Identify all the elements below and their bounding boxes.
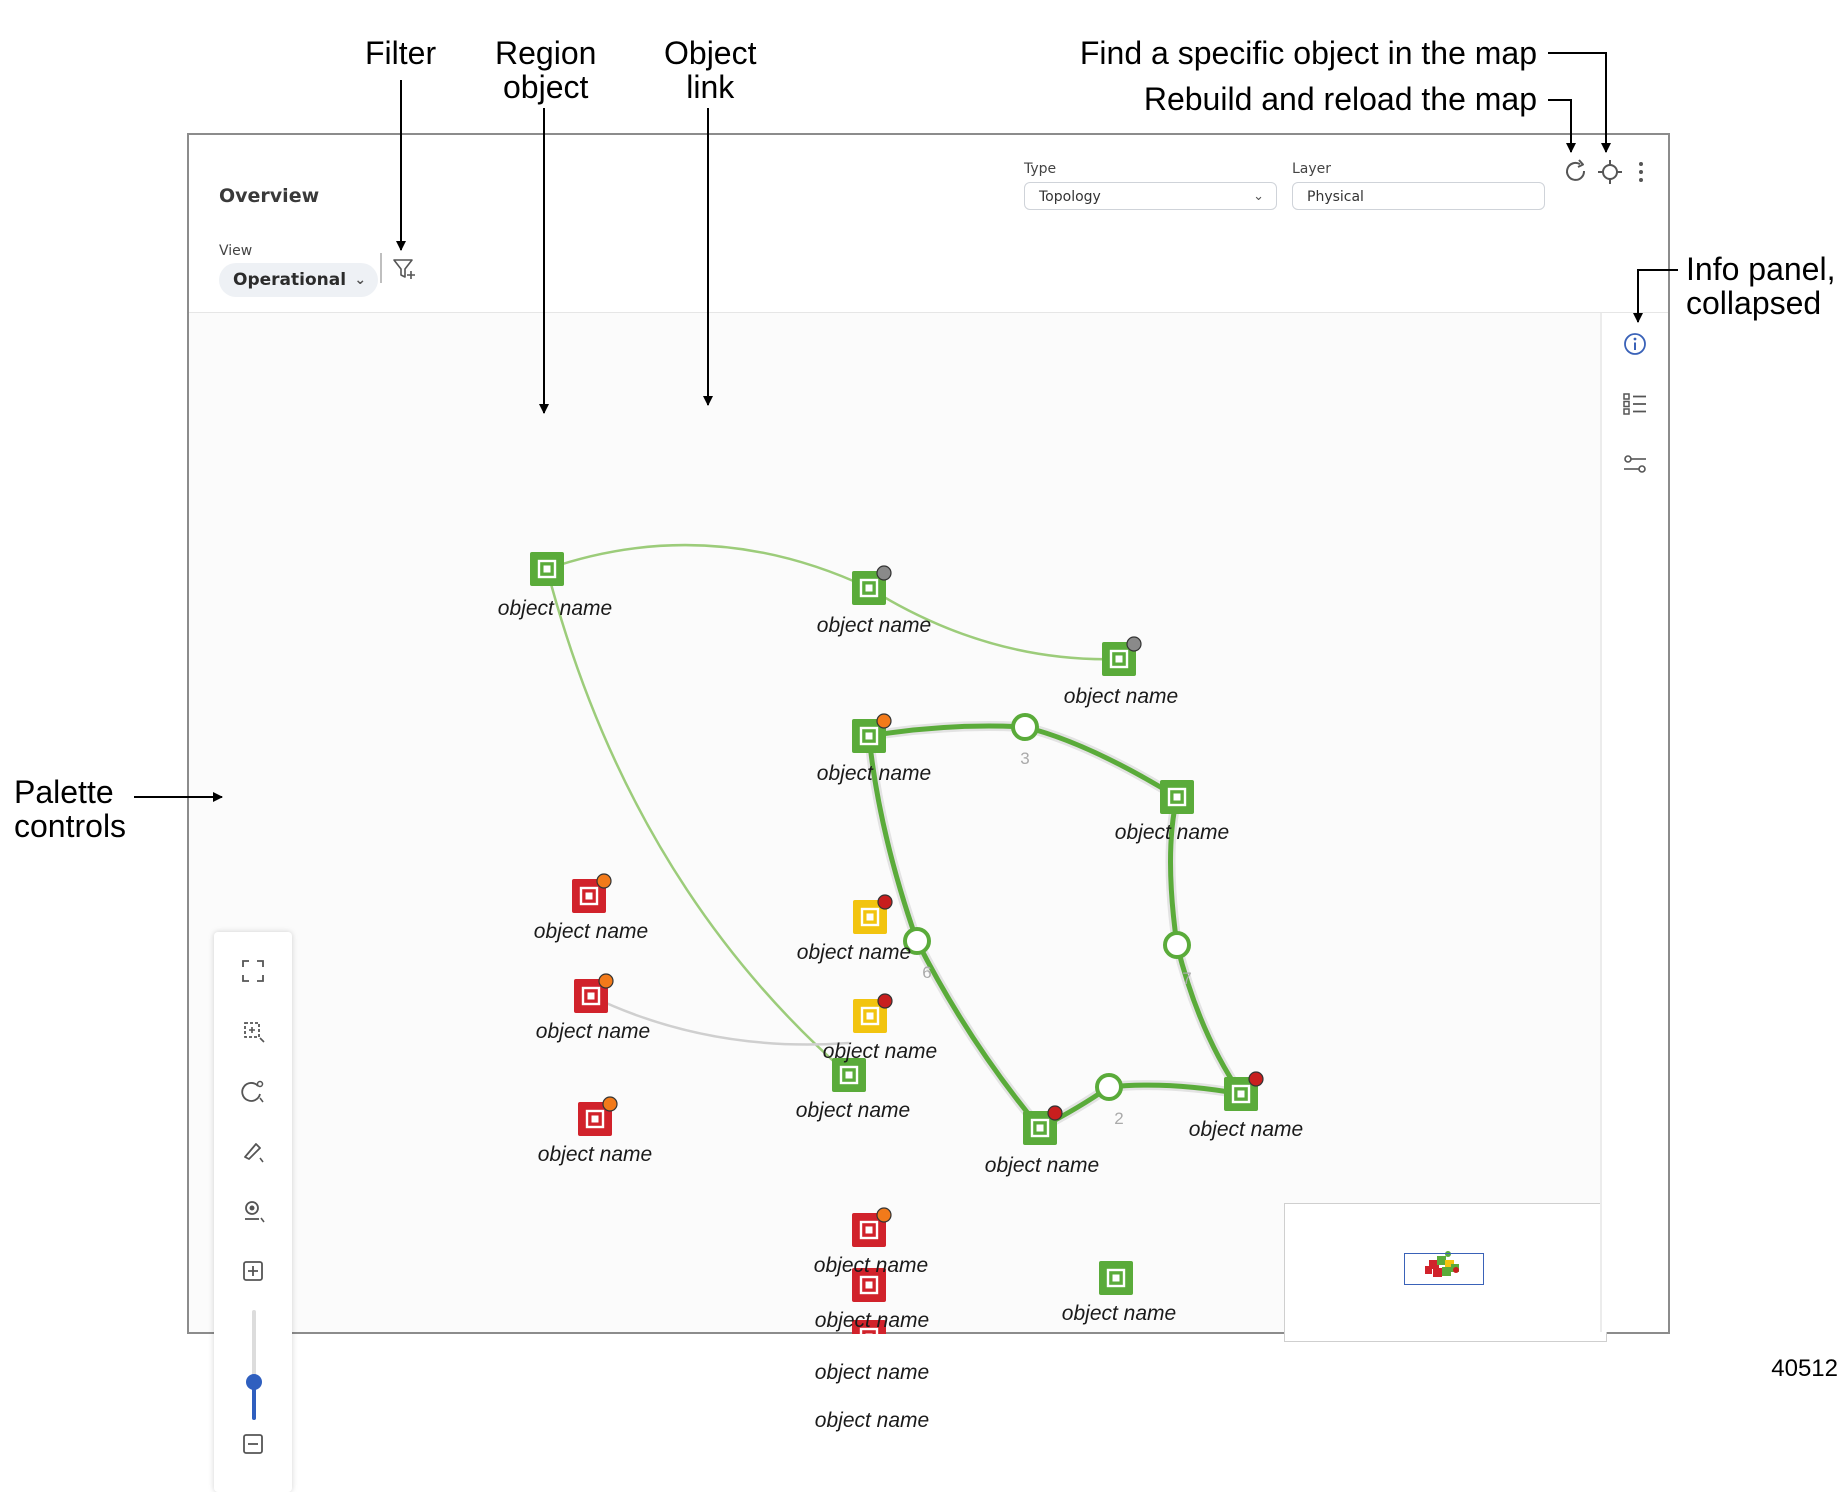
view-label: View [219, 243, 253, 259]
more-vertical-icon[interactable] [1626, 157, 1656, 187]
link-count-label: 3 [1020, 749, 1030, 768]
node-label: object name [814, 1361, 930, 1384]
minimap-viewport[interactable] [1404, 1253, 1484, 1285]
type-dropdown-value: Topology [1039, 189, 1101, 205]
node-label: object name [822, 1040, 938, 1063]
node-label: object name [813, 1254, 929, 1277]
chevron-down-icon: ⌄ [354, 272, 367, 288]
info-icon[interactable] [1620, 329, 1650, 359]
status-badge[interactable] [1126, 636, 1142, 652]
status-badge[interactable] [876, 565, 892, 581]
status-badge[interactable] [596, 873, 612, 889]
layer-field[interactable]: Physical [1292, 182, 1545, 210]
locate-crosshair-icon[interactable] [1595, 157, 1625, 187]
object-link[interactable] [545, 568, 850, 1076]
callout-find-object: Find a specific object in the map [1079, 35, 1537, 71]
node-label: object name [497, 597, 613, 620]
node-label: object name [816, 614, 932, 637]
node-label: object name [1063, 685, 1179, 708]
callout-info-panel: Info panel, collapsed [1686, 251, 1836, 321]
header-bar: Overview View Operational ⌄ Type Topolog… [189, 135, 1668, 313]
callout-palette-controls: Palette controls [14, 774, 127, 844]
object-link[interactable] [866, 735, 1042, 1130]
link-count-label: 6 [922, 963, 932, 982]
node-label: object name [1188, 1118, 1304, 1141]
node-label: object name [1061, 1302, 1177, 1325]
link-group-node[interactable] [1095, 1073, 1123, 1101]
node-label: object name [535, 1020, 651, 1043]
callout-rebuild: Rebuild and reload the map [1143, 81, 1537, 117]
object-link[interactable] [546, 543, 870, 590]
select-region-icon[interactable] [240, 1018, 266, 1044]
page-title: Overview [219, 185, 320, 207]
filter-divider [380, 253, 382, 283]
filter-icon[interactable] [389, 253, 419, 283]
status-badge[interactable] [877, 894, 893, 910]
lasso-select-icon[interactable] [240, 1078, 266, 1104]
view-dropdown-value: Operational [233, 270, 347, 290]
link-group-node[interactable] [1163, 931, 1191, 959]
node-label: object name [984, 1154, 1100, 1177]
node-label: object name [796, 941, 912, 964]
status-badge[interactable] [1047, 1105, 1063, 1121]
palette-controls [214, 932, 292, 1492]
layer-field-value: Physical [1307, 189, 1364, 205]
zoom-out-icon[interactable] [240, 1431, 266, 1457]
node-label: object name [1114, 821, 1230, 844]
node-label: object name [816, 762, 932, 785]
type-dropdown[interactable]: Topology ⌄ [1024, 182, 1277, 210]
node-label: object name [537, 1143, 653, 1166]
edit-link-icon[interactable] [240, 1138, 266, 1164]
status-badge[interactable] [876, 1207, 892, 1223]
link-count-label: 2 [1114, 1109, 1124, 1128]
minimap[interactable] [1284, 1203, 1607, 1342]
status-badge[interactable] [876, 713, 892, 729]
figure-id: 40512 [1771, 1355, 1838, 1382]
status-badge[interactable] [877, 993, 893, 1009]
info-panel-collapsed [1600, 313, 1668, 1332]
zoom-in-icon[interactable] [240, 1258, 266, 1284]
minimap-preview [1425, 1251, 1459, 1277]
pin-location-icon[interactable] [240, 1198, 266, 1224]
status-badge[interactable] [1248, 1071, 1264, 1087]
node-label: object name [795, 1099, 911, 1122]
node-label: object name [533, 920, 649, 943]
refresh-icon[interactable] [1561, 157, 1591, 187]
zoom-slider-thumb[interactable] [246, 1373, 262, 1390]
layer-label: Layer [1292, 161, 1332, 177]
list-icon[interactable] [1620, 389, 1650, 419]
callout-filter: Filter [365, 35, 437, 71]
settings-sliders-icon[interactable] [1620, 449, 1650, 479]
map-window: Overview View Operational ⌄ Type Topolog… [187, 133, 1670, 1492]
object-link[interactable] [868, 586, 1120, 661]
node-label: object name [814, 1309, 930, 1332]
type-label: Type [1024, 161, 1057, 177]
link-group-node[interactable] [903, 927, 931, 955]
status-badge[interactable] [598, 973, 614, 989]
view-dropdown[interactable]: Operational ⌄ [219, 263, 379, 297]
status-badge[interactable] [602, 1096, 618, 1112]
link-count-label: 7 [1182, 969, 1192, 988]
map-graph [530, 543, 1264, 1334]
callout-region-object: Region object [495, 35, 597, 105]
callout-object-link: Object link [664, 35, 757, 105]
object-link[interactable] [590, 994, 850, 1046]
link-group-node[interactable] [1011, 713, 1039, 741]
node-label: object name [814, 1409, 930, 1432]
fit-screen-icon[interactable] [240, 958, 266, 984]
map-canvas[interactable]: 3 6 7 2 object name object name object name obj… [189, 313, 1607, 1492]
chevron-down-icon: ⌄ [1253, 189, 1264, 204]
zoom-slider[interactable] [252, 1310, 256, 1420]
